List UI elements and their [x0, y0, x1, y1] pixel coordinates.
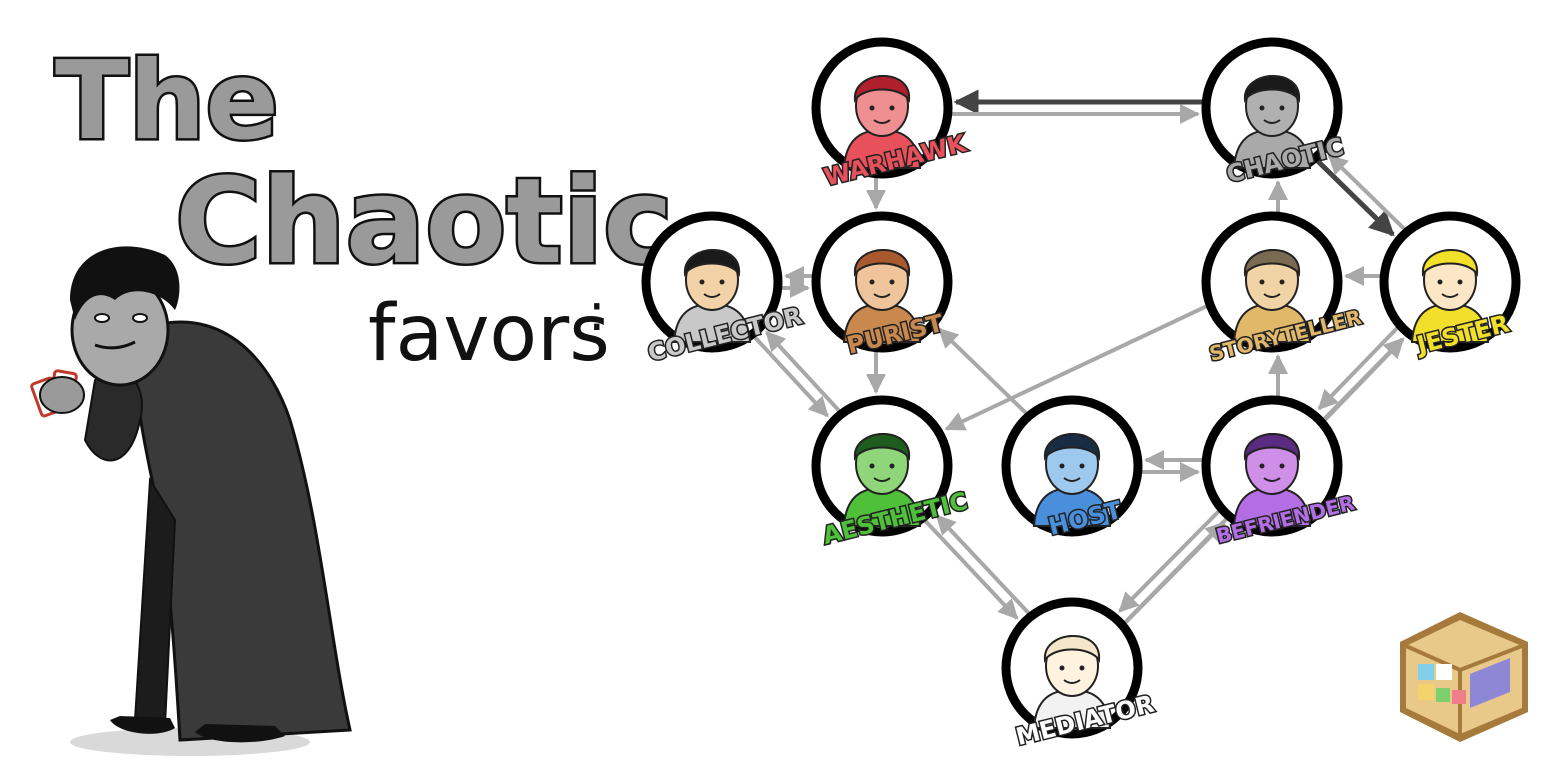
storyteller-portrait	[1232, 249, 1312, 343]
mouth	[94, 340, 136, 350]
title-line-favors: favors	[368, 289, 610, 379]
edge-host-to-purist	[937, 327, 1028, 415]
edge-aesthetic-to-mediator	[924, 519, 1019, 620]
shoe-left	[110, 716, 175, 734]
aesthetic-portrait	[842, 433, 922, 527]
chaotic-portrait	[1232, 75, 1312, 169]
eye-left	[94, 313, 110, 323]
eye-right	[132, 313, 148, 323]
node-befriender: BEFRIENDER	[1201, 395, 1358, 550]
mediator-portrait	[1032, 635, 1112, 729]
node-collector: COLLECTOR	[641, 211, 807, 369]
title-block: The Chaotic favors :	[53, 37, 676, 380]
befriender-portrait	[1232, 433, 1312, 527]
cloak	[134, 320, 352, 742]
legs	[133, 476, 177, 727]
edge-jester-to-chaotic	[1327, 154, 1406, 231]
edge-collector-to-aesthetic	[753, 336, 829, 418]
cube-logo-icon	[1400, 612, 1528, 742]
title-line-the: The	[55, 39, 279, 164]
node-host: HOST	[1001, 395, 1143, 542]
edge-jester-to-befriender	[1317, 326, 1399, 411]
purist-portrait	[842, 249, 922, 343]
jester-portrait	[1410, 249, 1490, 343]
collector-portrait	[672, 249, 752, 343]
title-colon: :	[588, 283, 606, 343]
title-line-chaotic: Chaotic	[175, 152, 673, 290]
warhawk-portrait	[842, 75, 922, 169]
node-jester: JESTER	[1379, 211, 1521, 361]
hair	[70, 246, 180, 320]
node-mediator: MEDIATOR	[1001, 597, 1158, 753]
node-warhawk: WARHAWK	[811, 37, 972, 193]
edge-befriender-to-mediator	[1118, 510, 1220, 613]
edge-mediator-to-aesthetic	[935, 514, 1030, 615]
hands	[39, 376, 85, 414]
chaotic-character-illustration	[30, 246, 352, 756]
node-storyteller: STORYTELLER	[1201, 211, 1365, 367]
shoe-right	[195, 724, 285, 743]
edge-storyteller-to-aesthetic	[944, 304, 1207, 431]
node-purist: PURIST	[811, 211, 953, 361]
host-portrait	[1032, 433, 1112, 527]
edge-aesthetic-to-collector	[765, 330, 841, 412]
edge-chaotic-to-jester	[1316, 159, 1395, 237]
